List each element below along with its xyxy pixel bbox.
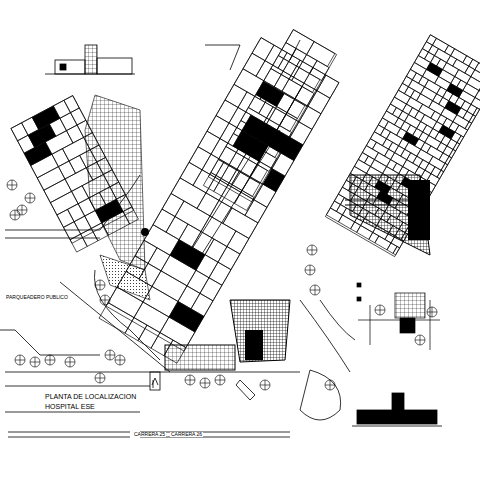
building-plan [325, 35, 480, 257]
building-plan [230, 300, 290, 362]
plan-label: CARRERA 26 [170, 432, 203, 437]
building-plan [350, 175, 430, 255]
plaza [85, 95, 145, 270]
plan-label: HOSPITAL ESE [44, 403, 96, 410]
plan-label: CARRERA 25 [133, 432, 166, 437]
roads [0, 40, 355, 437]
plaza [100, 255, 150, 300]
building-plan [11, 96, 139, 252]
building-plan [203, 30, 336, 211]
plan-label: PARQUEADERO PUBLICO [5, 295, 69, 300]
building-plan [345, 200, 420, 205]
site-detail [357, 283, 440, 350]
trees [7, 180, 437, 390]
fountain [141, 228, 149, 236]
elevation [45, 45, 135, 74]
building-plan [99, 38, 339, 364]
building-plan [245, 330, 263, 360]
building-plan [408, 180, 430, 240]
elevation [352, 393, 442, 426]
plan-label: PLANTA DE LOCALIZACION [44, 393, 137, 400]
building-plan [165, 345, 235, 370]
